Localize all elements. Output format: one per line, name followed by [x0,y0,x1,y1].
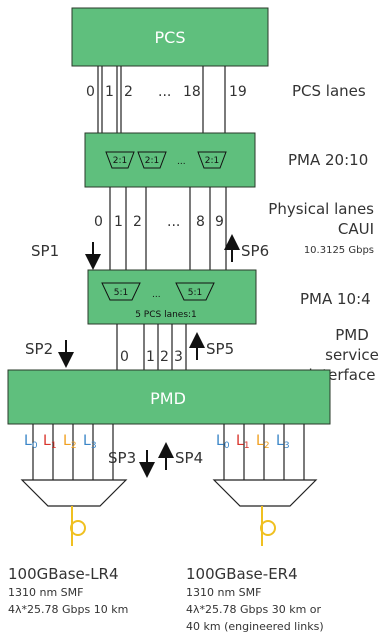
lr4-mux-trapezoid [20,479,128,507]
pmd-block [7,369,331,425]
pmd-lane-wires [116,324,187,370]
wavelength-label-l0: L0 [216,433,230,451]
wavelength-label-l1: L1 [236,433,250,451]
sp6-label: SP6 [241,242,269,260]
caui-lane-0: 0 [94,214,103,230]
pma-10-4-muxes: 5:1 5:1 ... [101,282,215,301]
wavelength-label-l3: L3 [276,433,290,451]
mux-label: 2:1 [113,156,127,166]
lr4-wavelength-labels: L0 L1 L2 L3 [24,433,97,451]
sp5-label: SP5 [206,340,234,358]
pcs-lane-wires [97,66,226,133]
sp4-label: SP4 [175,449,203,467]
wavelength-label-l2: L2 [63,433,77,451]
sp2-label: SP2 [25,340,53,358]
caui-lane-ellipsis: ... [167,214,180,230]
er4-wavelength-labels: L0 L1 L2 L3 [216,433,290,451]
lr4-name: 100GBase-LR4 [8,565,119,583]
sp1-label: SP1 [31,242,59,260]
lr4-optical-lanes [32,424,114,480]
pcs-lane-1: 1 [105,84,114,100]
caui-lane-9: 9 [215,214,224,230]
mux-label: 5:1 [188,288,202,298]
mux-label: 2:1 [205,156,219,166]
wavelength-label-l0: L0 [24,433,38,451]
pmd-lane-1: 1 [146,349,155,365]
mux-label: 5:1 [114,288,128,298]
er4-line1: 1310 nm SMF [186,586,261,599]
caui-rate-label: 10.3125 Gbps [304,245,374,256]
pcs-lane-2: 2 [124,84,133,100]
pma-10-4-note: 5 PCS lanes:1 [135,310,197,320]
pmd-service-label-1: PMD [335,326,369,344]
caui-label: CAUI [338,220,374,238]
er4-name: 100GBase-ER4 [186,565,298,583]
er4-optical-lanes [223,424,305,480]
caui-lane-8: 8 [196,214,205,230]
pcs-block [71,7,269,67]
pmd-label: PMD [150,389,186,408]
mux-ellipsis: ... [152,290,161,300]
pcs-lane-18: 18 [183,84,201,100]
caui-lane-1: 1 [114,214,123,230]
pma-10-4-label: PMA 10:4 [300,290,371,308]
er4-line3: 40 km (engineered links) [186,620,324,633]
er4-fiber-connector-icon [260,520,276,536]
lr4-line2: 4λ*25.78 Gbps 10 km [8,603,128,616]
pma-20-10-muxes: 2:1 2:1 2:1 ... [105,151,227,169]
wavelength-label-l3: L3 [83,433,97,451]
pma-10-4-block [87,269,257,325]
pcs-lane-19: 19 [229,84,247,100]
caui-lane-2: 2 [133,214,142,230]
pmd-lane-0: 0 [120,349,129,365]
sp3-label: SP3 [108,449,136,467]
pmd-lane-3: 3 [174,349,183,365]
physical-lanes-label: Physical lanes [268,200,374,218]
wavelength-label-l2: L2 [256,433,270,451]
pmd-lane-2: 2 [160,349,169,365]
pcs-lanes-label: PCS lanes [292,82,366,100]
mux-label: 2:1 [145,156,159,166]
wavelength-label-l1: L1 [43,433,57,451]
pma-20-10-block [84,132,256,188]
lr4-fiber-connector-icon [70,520,86,536]
caui-lane-wires [109,187,227,270]
lr4-line1: 1310 nm SMF [8,586,83,599]
mux-ellipsis: ... [177,157,186,167]
pmd-service-label-2: service [325,346,379,364]
pma-20-10-label: PMA 20:10 [288,151,368,169]
pcs-lane-ellipsis: ... [158,84,171,100]
pcs-lane-0: 0 [86,84,95,100]
pcs-label: PCS [155,28,186,47]
er4-mux-trapezoid [212,479,318,507]
er4-line2: 4λ*25.78 Gbps 30 km or [186,603,322,616]
